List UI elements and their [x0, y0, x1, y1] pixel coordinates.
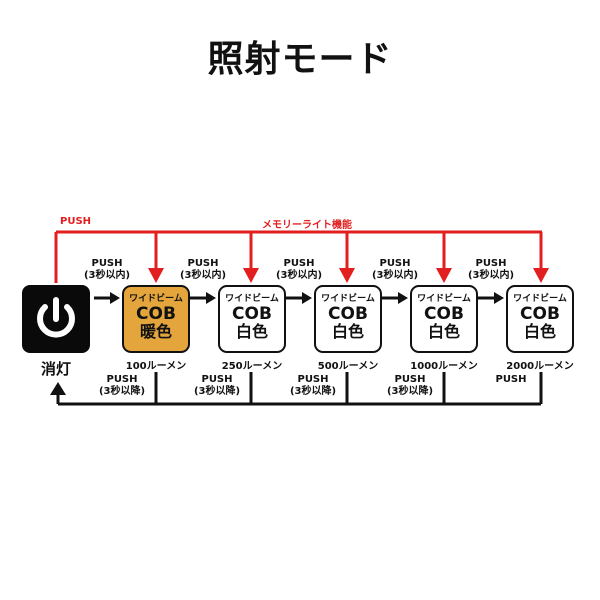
- mode-color-label: 白色: [235, 322, 268, 341]
- mode-color-label: 白色: [427, 322, 460, 341]
- mode-cob-label: COB: [136, 304, 176, 324]
- power-off-box: [22, 285, 90, 353]
- mode-color-label: 白色: [331, 322, 364, 341]
- push-label-5-top: PUSH: [475, 258, 507, 269]
- mode-beam-label: ワイドビーム: [321, 294, 375, 304]
- lumen-label-250: 250ルーメン: [221, 361, 283, 372]
- push-label-1-bottom: (3秒以内): [83, 270, 131, 281]
- hold-label-4: PUSH (3秒以降): [379, 374, 441, 398]
- mode-box-white-2000: ワイドビーム COB 白色: [506, 285, 574, 353]
- mode-box-warm-100: ワイドビーム COB 暖色: [122, 285, 190, 353]
- lumen-label-2000: 2000ルーメン: [506, 361, 574, 372]
- hold-label-2: PUSH (3秒以降): [186, 374, 248, 398]
- push-label-1-top: PUSH: [91, 258, 123, 269]
- hold-label-4-bottom: (3秒以降): [386, 386, 434, 397]
- push-label-2-bottom: (3秒以内): [179, 270, 227, 281]
- push-label-2: PUSH (3秒以内): [175, 258, 231, 282]
- forward-arrows: [94, 292, 504, 304]
- hold-label-3-bottom: (3秒以降): [289, 386, 337, 397]
- mode-box-white-500: ワイドビーム COB 白色: [314, 285, 382, 353]
- push-label-4-top: PUSH: [379, 258, 411, 269]
- hold-label-1-bottom: (3秒以降): [98, 386, 146, 397]
- lumen-label-1000: 1000ルーメン: [410, 361, 478, 372]
- hold-label-3: PUSH (3秒以降): [282, 374, 344, 398]
- push-label-3: PUSH (3秒以内): [271, 258, 327, 282]
- push-top-label: PUSH: [60, 216, 92, 227]
- mode-box-white-250: ワイドビーム COB 白色: [218, 285, 286, 353]
- lumen-label-500: 500ルーメン: [317, 361, 379, 372]
- page-title: 照射モード: [207, 39, 393, 80]
- hold-label-1-top: PUSH: [106, 374, 138, 385]
- hold-label-2-top: PUSH: [201, 374, 233, 385]
- power-icon: [37, 297, 75, 338]
- mode-beam-label: ワイドビーム: [513, 294, 567, 304]
- off-label: 消灯: [40, 360, 71, 378]
- mode-cob-label: COB: [520, 304, 560, 324]
- push-label-2-top: PUSH: [187, 258, 219, 269]
- push-label-5-bottom: (3秒以内): [467, 270, 515, 281]
- memory-red-path: [54, 230, 542, 283]
- memory-red-arrows: [148, 232, 549, 283]
- mode-beam-label: ワイドビーム: [129, 294, 183, 304]
- push-label-4: PUSH (3秒以内): [367, 258, 423, 282]
- return-path: [56, 372, 543, 406]
- hold-label-2-bottom: (3秒以降): [193, 386, 241, 397]
- mode-box-white-1000: ワイドビーム COB 白色: [410, 285, 478, 353]
- push-label-5: PUSH (3秒以内): [463, 258, 519, 282]
- hold-label-last: PUSH: [495, 374, 527, 385]
- push-label-4-bottom: (3秒以内): [371, 270, 419, 281]
- mode-cob-label: COB: [328, 304, 368, 324]
- hold-label-1: PUSH (3秒以降): [91, 374, 153, 398]
- hold-label-3-top: PUSH: [297, 374, 329, 385]
- push-label-1: PUSH (3秒以内): [79, 258, 135, 282]
- push-label-3-bottom: (3秒以内): [275, 270, 323, 281]
- mode-color-label: 暖色: [139, 322, 172, 341]
- mode-cob-label: COB: [424, 304, 464, 324]
- mode-beam-label: ワイドビーム: [417, 294, 471, 304]
- mode-color-label: 白色: [523, 322, 556, 341]
- memory-label: メモリーライト機能: [262, 220, 352, 231]
- lumen-label-100: 100ルーメン: [125, 361, 187, 372]
- mode-cob-label: COB: [232, 304, 272, 324]
- hold-label-4-top: PUSH: [394, 374, 426, 385]
- mode-beam-label: ワイドビーム: [225, 294, 279, 304]
- push-label-3-top: PUSH: [283, 258, 315, 269]
- return-arrow-head: [50, 382, 66, 395]
